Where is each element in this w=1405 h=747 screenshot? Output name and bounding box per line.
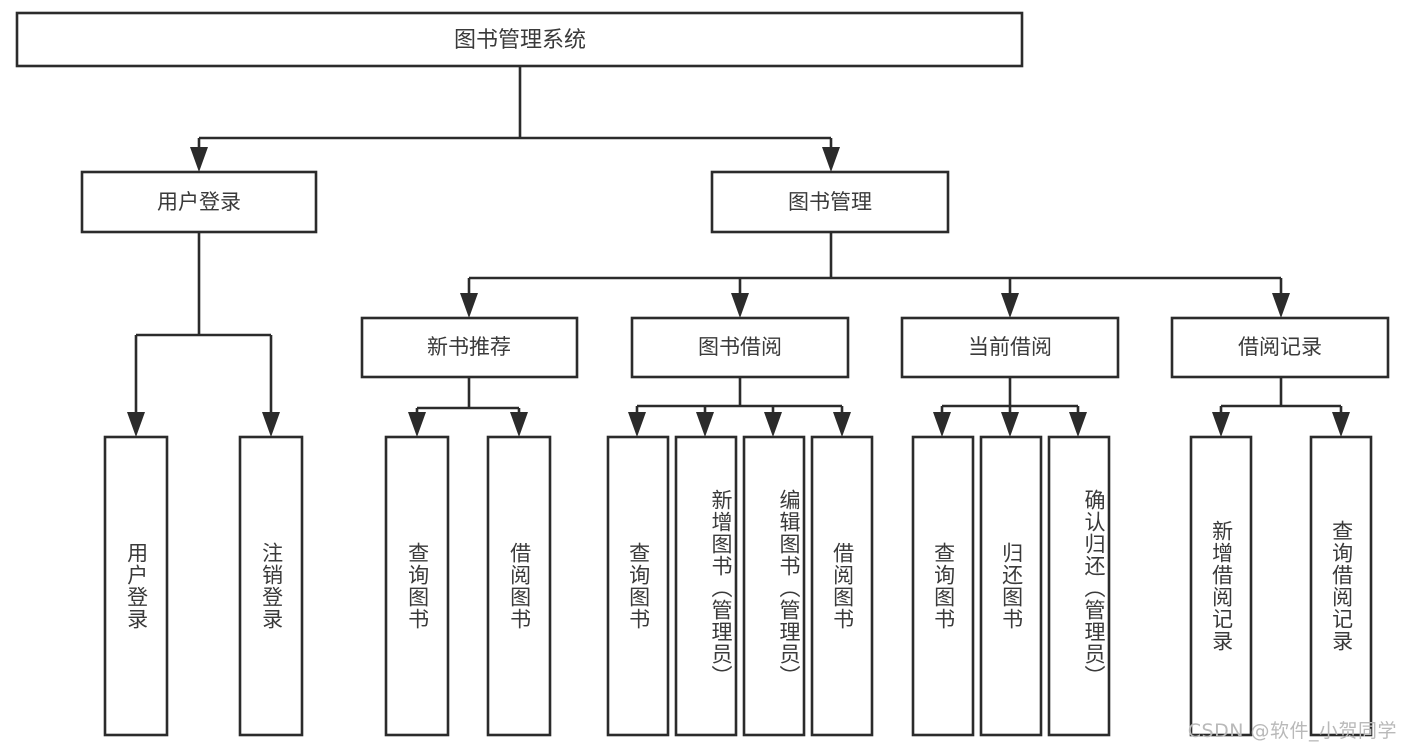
leaf-currentborrow-return-book-label: 归还图书 [999, 542, 1024, 630]
arrowhead-bookborrow-leaf-4 [833, 412, 851, 437]
node-book-borrow-label: 图书借阅 [698, 335, 782, 359]
arrowhead-borrowrecord-leaf-1 [1212, 412, 1230, 437]
arrowhead-newbook-leaf-2 [510, 412, 528, 437]
leaf-borrowrecord-query-record-box[interactable] [1309, 435, 1373, 737]
node-borrow-record-box[interactable] [1170, 316, 1390, 379]
leaf-logout[interactable]: 注销登录 [238, 435, 304, 737]
leaf-currentborrow-confirm-return[interactable]: 确认归还（管理员） [1047, 435, 1111, 737]
leaf-borrowrecord-add-record-box[interactable] [1189, 435, 1253, 737]
leaf-bookborrow-edit-book-label: 编辑图书（管理员） [777, 489, 801, 687]
arrowhead-user-login [190, 147, 208, 172]
arrowhead-bookborrow-leaf-2 [696, 412, 714, 437]
leaf-currentborrow-confirm-return-box[interactable] [1047, 435, 1111, 737]
node-book-management-label: 图书管理 [788, 190, 872, 214]
arrowhead-newbook-leaf-1 [408, 412, 426, 437]
csdn-watermark: CSDN @软件_小贺同学 [1187, 720, 1397, 742]
leaf-bookborrow-edit-book-box[interactable] [742, 435, 806, 737]
node-user-login[interactable]: 用户登录 [80, 170, 318, 234]
leaf-newbook-query-book-label: 查询图书 [405, 542, 430, 630]
node-borrow-record-label: 借阅记录 [1238, 335, 1322, 359]
arrowhead-current-borrow [1001, 293, 1019, 318]
node-book-management[interactable]: 图书管理 [710, 170, 950, 234]
arrowhead-bookborrow-leaf-1 [628, 412, 646, 437]
arrowhead-bookborrow-leaf-3 [764, 412, 782, 437]
leaf-currentborrow-query-book-label: 查询图书 [931, 542, 956, 630]
leaf-logout-label: 注销登录 [259, 542, 284, 630]
node-new-book-recommend-label: 新书推荐 [427, 335, 511, 359]
leaf-bookborrow-add-book[interactable]: 新增图书（管理员） [674, 435, 738, 737]
arrowhead-currentborrow-leaf-2 [1001, 412, 1019, 437]
node-current-borrow[interactable]: 当前借阅 [900, 316, 1120, 379]
leaf-newbook-borrow-book[interactable]: 借阅图书 [486, 435, 552, 737]
leaf-currentborrow-return-book-box[interactable] [979, 435, 1043, 737]
leaf-user-login-label: 用户登录 [124, 542, 149, 630]
node-current-borrow-label: 当前借阅 [968, 335, 1052, 359]
node-current-borrow-box[interactable] [900, 316, 1120, 379]
leaf-bookborrow-query-book-box[interactable] [606, 435, 670, 737]
node-root[interactable]: 图书管理系统 [15, 11, 1024, 68]
leaf-newbook-borrow-book-box[interactable] [486, 435, 552, 737]
leaf-user-login-box[interactable] [103, 435, 169, 737]
leaf-bookborrow-borrow-book[interactable]: 借阅图书 [810, 435, 874, 737]
leaf-newbook-query-book[interactable]: 查询图书 [384, 435, 450, 737]
leaf-currentborrow-query-book[interactable]: 查询图书 [911, 435, 975, 737]
arrowhead-borrowrecord-leaf-2 [1332, 412, 1350, 437]
leaf-bookborrow-edit-book[interactable]: 编辑图书（管理员） [742, 435, 806, 737]
leaf-bookborrow-query-book-label: 查询图书 [626, 542, 651, 630]
arrowhead-currentborrow-leaf-1 [933, 412, 951, 437]
node-book-management-box[interactable] [710, 170, 950, 234]
leaf-borrowrecord-query-record[interactable]: 查询借阅记录 [1309, 435, 1373, 737]
arrowhead-currentborrow-leaf-3 [1069, 412, 1087, 437]
arrowhead-new-book [460, 293, 478, 318]
leaf-bookborrow-query-book[interactable]: 查询图书 [606, 435, 670, 737]
leaf-bookborrow-borrow-book-box[interactable] [810, 435, 874, 737]
node-book-borrow-box[interactable] [630, 316, 850, 379]
node-borrow-record[interactable]: 借阅记录 [1170, 316, 1390, 379]
arrowhead-borrow-record [1272, 293, 1290, 318]
node-root-box[interactable] [15, 11, 1024, 68]
leaf-currentborrow-return-book[interactable]: 归还图书 [979, 435, 1043, 737]
arrowhead-leaf-user-login [127, 412, 145, 437]
leaf-currentborrow-confirm-return-label: 确认归还（管理员） [1082, 489, 1106, 687]
leaf-bookborrow-add-book-box[interactable] [674, 435, 738, 737]
node-root-label: 图书管理系统 [454, 28, 586, 53]
arrowhead-book-mgmt [822, 147, 840, 172]
node-new-book-recommend-box[interactable] [360, 316, 579, 379]
node-book-borrow[interactable]: 图书借阅 [630, 316, 850, 379]
leaf-bookborrow-borrow-book-label: 借阅图书 [830, 542, 855, 630]
node-new-book-recommend[interactable]: 新书推荐 [360, 316, 579, 379]
leaf-borrowrecord-query-record-label: 查询借阅记录 [1329, 520, 1354, 652]
connector-layer [127, 66, 1350, 437]
leaf-currentborrow-query-book-box[interactable] [911, 435, 975, 737]
leaf-newbook-borrow-book-label: 借阅图书 [507, 542, 532, 630]
leaf-borrowrecord-add-record-label: 新增借阅记录 [1209, 520, 1234, 652]
leaf-newbook-query-book-box[interactable] [384, 435, 450, 737]
arrowhead-book-borrow [731, 293, 749, 318]
node-user-login-label: 用户登录 [157, 190, 241, 214]
node-user-login-box[interactable] [80, 170, 318, 234]
leaf-bookborrow-add-book-label: 新增图书（管理员） [709, 489, 733, 687]
leaf-logout-box[interactable] [238, 435, 304, 737]
leaf-borrowrecord-add-record[interactable]: 新增借阅记录 [1189, 435, 1253, 737]
leaf-user-login[interactable]: 用户登录 [103, 435, 169, 737]
arrowhead-leaf-logout [262, 412, 280, 437]
